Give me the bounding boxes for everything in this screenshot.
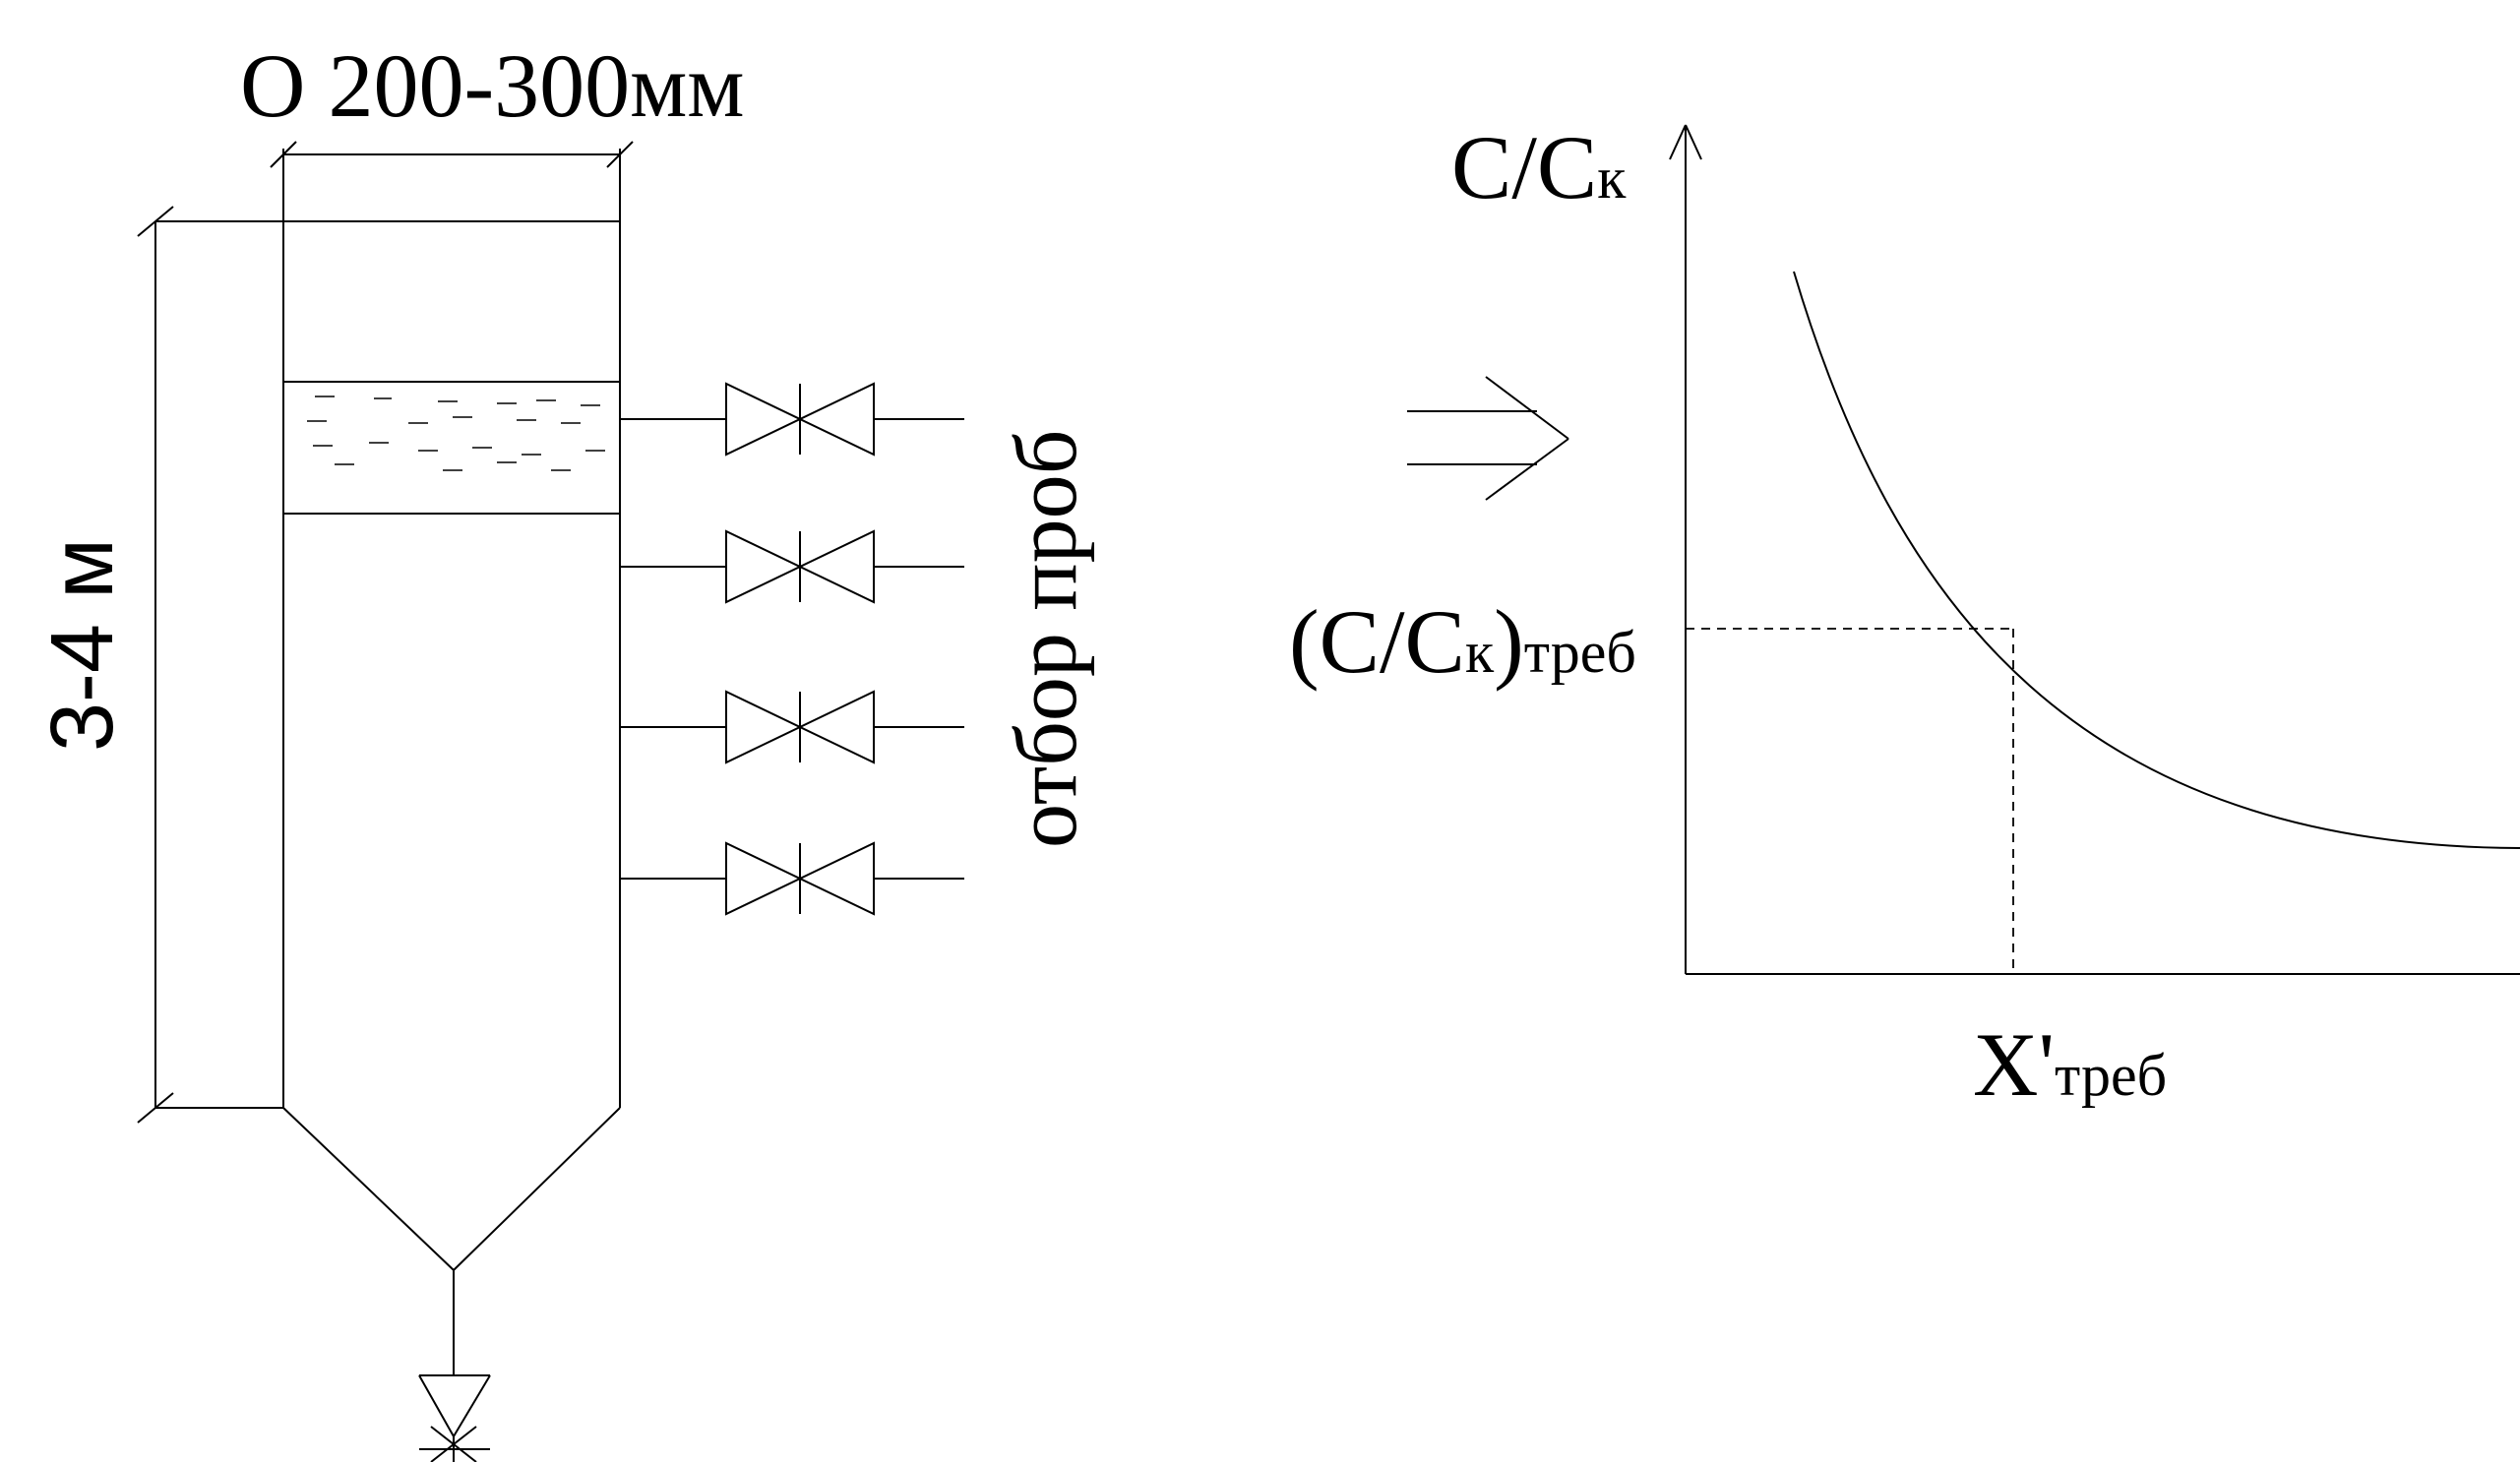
height-label: 3-4 м (33, 538, 132, 752)
outlet-valve-icon (418, 1374, 491, 1462)
y-axis-arrow-icon (1669, 124, 1687, 160)
sample-valve-3 (620, 690, 964, 764)
cone-right (453, 1107, 621, 1271)
diameter-label: O 200-300мм (240, 35, 745, 136)
sample-valve-2 (620, 529, 964, 604)
cone-left (282, 1107, 455, 1271)
settling-column (282, 149, 964, 1462)
diameter-dimension: O 200-300мм (240, 35, 745, 168)
concentration-graph: C/Cк (C/Cк)треб X'треб (1289, 117, 2520, 1115)
valve-icon (725, 529, 875, 604)
valve-icon (725, 382, 875, 457)
settling-curve (1793, 271, 2520, 849)
valve-icon (725, 690, 875, 764)
valve-icon (725, 841, 875, 916)
x-axis-label: X'треб (1973, 1014, 2167, 1115)
sample-valve-4 (620, 841, 964, 916)
liquid-layer (283, 381, 620, 515)
required-ratio-label: (C/Cк)треб (1289, 591, 1636, 692)
liquid-hatching (307, 396, 605, 471)
height-dimension: 3-4 м (33, 206, 283, 1124)
sample-valve-1 (620, 382, 964, 457)
implies-arrow-icon (1407, 376, 1569, 501)
sampling-label: отбор проб (998, 430, 1095, 848)
y-axis-label: C/Cк (1451, 117, 1627, 217)
